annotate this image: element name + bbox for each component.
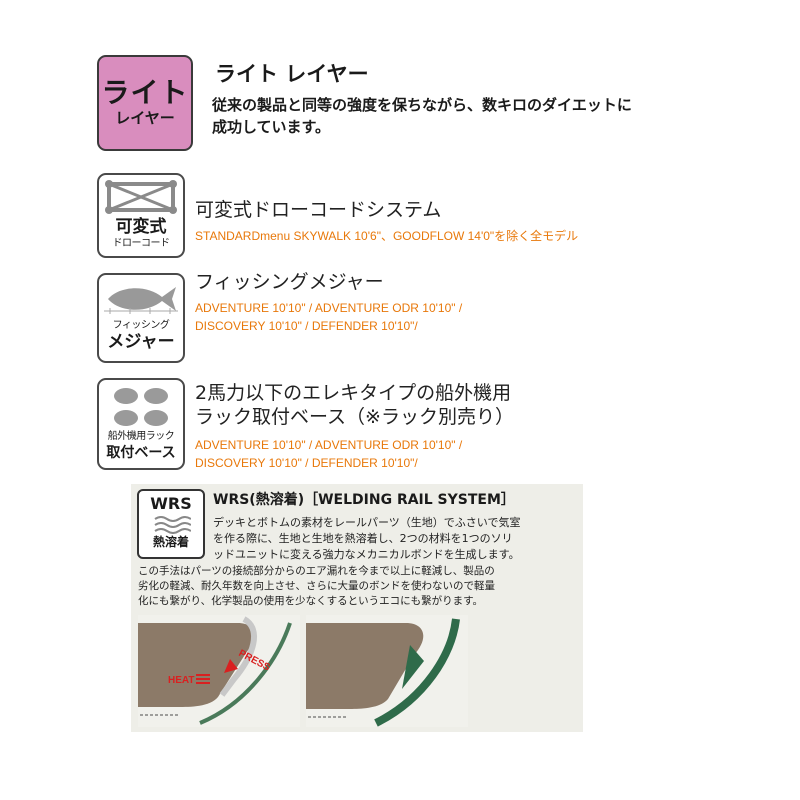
light-layer-badge-main: ライト xyxy=(101,76,189,109)
fishing-models-2: DISCOVERY 10'10" / DEFENDER 10'10"/ xyxy=(195,319,418,333)
motor-mount-badge-big: 取付ベース xyxy=(106,445,176,461)
wrs-text-4: この手法はパーツの接続部分からのエア漏れを今まで以上に軽減し、製品の xyxy=(138,565,495,577)
light-layer-title: ライト レイヤー xyxy=(215,62,369,86)
wrs-diagram-before: HEAT PRESS xyxy=(138,615,300,727)
light-layer-badge-sub: レイヤー xyxy=(115,109,175,127)
light-layer-desc-1: 従来の製品と同等の強度を保ちながら、数キロのダイエットに xyxy=(212,96,632,114)
drawcord-badge-big: 可変式 xyxy=(115,217,167,237)
wrs-badge-top: WRS xyxy=(150,494,192,513)
heat-wave-icon xyxy=(154,516,191,534)
drawcord-badge: 可変式 ドローコード xyxy=(97,173,185,258)
wrs-badge-bottom: 熱溶着 xyxy=(152,535,189,549)
drawcord-frame-icon xyxy=(105,180,177,214)
wrs-text-2: を作る際に、生地と生地を熱溶着し、2つの材料を1つのソリ xyxy=(213,532,513,545)
fishing-models-1: ADVENTURE 10'10" / ADVENTURE ODR 10'10" … xyxy=(195,301,463,315)
drawcord-title: 可変式ドローコードシステム xyxy=(195,199,442,221)
fishing-badge-big: メジャー xyxy=(107,332,175,352)
drawcord-badge-small: ドローコード xyxy=(112,238,171,249)
motor-mount-models-1: ADVENTURE 10'10" / ADVENTURE ODR 10'10" … xyxy=(195,438,463,452)
wrs-diagram-after xyxy=(306,615,468,727)
wrs-text-6: 化にも繋がり、化学製品の使用を少なくするというエコにも繋がります。 xyxy=(138,595,484,607)
wrs-title: WRS(熱溶着)［WELDING RAIL SYSTEM］ xyxy=(213,492,515,508)
fishing-title: フィッシングメジャー xyxy=(195,271,384,293)
wrs-badge: WRS 熱溶着 xyxy=(137,489,205,559)
drawcord-models: STANDARDmenu SKYWALK 10'6"、GOODFLOW 14'0… xyxy=(195,229,579,243)
motor-mount-title-2: ラック取付ベース（※ラック別売り） xyxy=(195,406,514,428)
wrs-text-3: ッドユニットに変える強力なメカニカルボンドを生成します。 xyxy=(213,548,520,561)
wrs-text-5: 劣化の軽減、耐久年数を向上させ、さらに大量のボンドを使わないので軽量 xyxy=(138,580,495,592)
fishing-measure-badge: フィッシング メジャー xyxy=(97,273,185,363)
light-layer-badge: ライト レイヤー xyxy=(97,55,193,151)
fishing-badge-small: フィッシング xyxy=(112,320,170,331)
wrs-heat-label: HEAT xyxy=(168,675,194,686)
fish-icon xyxy=(104,287,178,314)
motor-mount-badge-small: 船外機用ラック xyxy=(107,431,175,442)
motor-mount-title-1: 2馬力以下のエレキタイプの船外機用 xyxy=(195,382,512,404)
motor-mount-badge: 船外機用ラック 取付ベース xyxy=(97,378,185,470)
motor-mount-models-2: DISCOVERY 10'10" / DEFENDER 10'10"/ xyxy=(195,456,418,470)
mount-pads-icon xyxy=(114,388,168,426)
wrs-text-1: デッキとボトムの素材をレールパーツ（生地）でふさいで気室 xyxy=(213,516,521,529)
light-layer-desc-2: 成功しています。 xyxy=(212,118,331,136)
